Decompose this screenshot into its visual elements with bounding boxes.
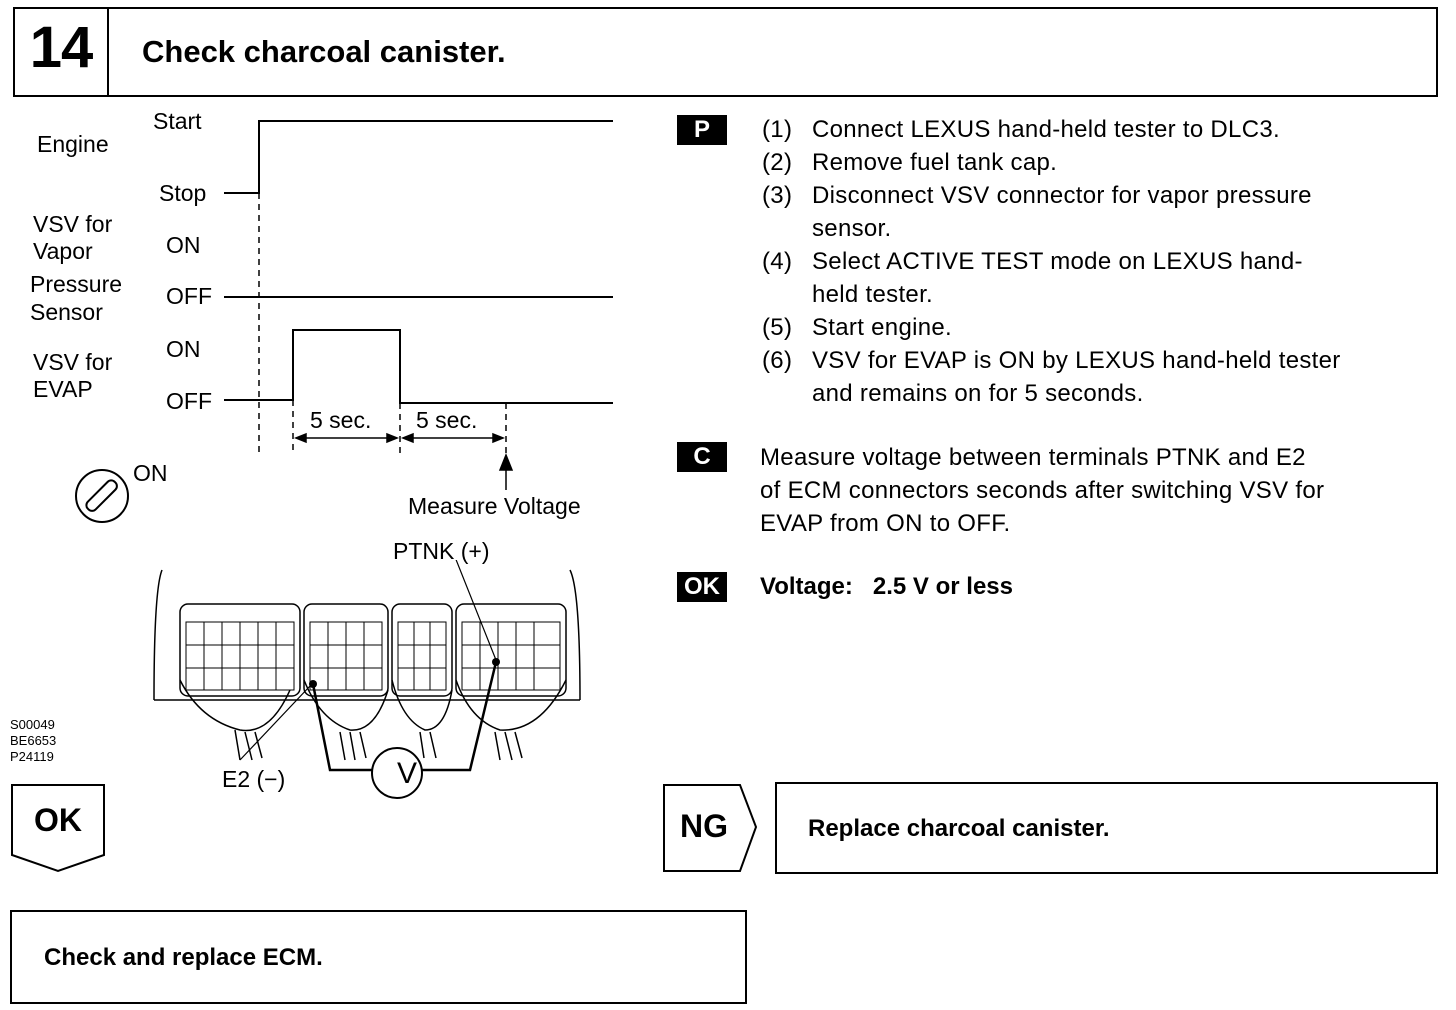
step-line: and remains on for 5 seconds. bbox=[812, 380, 1144, 407]
timing-chart-lines bbox=[224, 120, 613, 490]
ng-action-text: Replace charcoal canister. bbox=[808, 815, 1110, 842]
vsv-evap-label-1: VSV for bbox=[33, 349, 113, 375]
ecm-connector-diagram bbox=[153, 560, 581, 799]
ng-action-box bbox=[775, 782, 1438, 874]
vapor-off-label: OFF bbox=[166, 283, 212, 309]
check-tag: C bbox=[677, 442, 727, 472]
interval-1-label: 5 sec. bbox=[310, 407, 372, 433]
step-line: sensor. bbox=[812, 215, 892, 242]
vsv-vapor-label-4: Sensor bbox=[30, 299, 103, 325]
step-line: held tester. bbox=[812, 281, 934, 308]
evap-trace bbox=[224, 329, 613, 404]
engine-trace bbox=[224, 120, 613, 194]
ignition-on-label: ON bbox=[133, 460, 168, 486]
ok-action-text: Check and replace ECM. bbox=[44, 944, 323, 971]
engine-label: Engine bbox=[37, 131, 109, 157]
ptnk-label: PTNK (+) bbox=[393, 538, 490, 564]
step-number: 14 bbox=[29, 15, 94, 80]
evap-on-label: ON bbox=[166, 336, 201, 362]
ok-tag: OK bbox=[677, 572, 727, 602]
ok-condition: Voltage: 2.5 V or less bbox=[760, 573, 1013, 600]
step-line: (4)Select ACTIVE TEST mode on LEXUS hand… bbox=[762, 248, 1303, 275]
voltmeter-symbol: V bbox=[396, 757, 417, 790]
ng-result-label: NG bbox=[680, 808, 728, 844]
procedure-steps: (1)Connect LEXUS hand-held tester to DLC… bbox=[762, 113, 1452, 410]
step-number-box bbox=[13, 7, 109, 97]
measure-voltage-label: Measure Voltage bbox=[408, 493, 581, 519]
ok-result-label: OK bbox=[34, 802, 82, 838]
step-line: (3)Disconnect VSV connector for vapor pr… bbox=[762, 182, 1312, 209]
step-line: (1)Connect LEXUS hand-held tester to DLC… bbox=[762, 116, 1280, 143]
check-instructions: Measure voltage between terminals PTNK a… bbox=[760, 441, 1450, 540]
ng-result-arrow bbox=[663, 784, 758, 872]
prepare-tag: P bbox=[677, 115, 727, 145]
evap-off-label: OFF bbox=[166, 388, 212, 414]
check-line-3: EVAP from ON to OFF. bbox=[760, 510, 1011, 537]
ok-action-box bbox=[10, 910, 747, 1004]
ok-result-arrow bbox=[11, 784, 105, 873]
step-line: (2)Remove fuel tank cap. bbox=[762, 149, 1058, 176]
vsv-vapor-label-2: Vapor bbox=[33, 238, 93, 264]
ignition-switch-icon bbox=[75, 469, 129, 523]
vsv-vapor-label-3: Pressure bbox=[30, 271, 123, 297]
check-line-1: Measure voltage between terminals PTNK a… bbox=[760, 444, 1306, 471]
interval-2-label: 5 sec. bbox=[416, 407, 478, 433]
e2-label: E2 (−) bbox=[222, 766, 286, 792]
check-line-2: of ECM connectors seconds after switchin… bbox=[760, 477, 1325, 504]
vsv-evap-label-2: EVAP bbox=[33, 376, 93, 402]
figure-code-3: P24119 bbox=[10, 749, 54, 764]
start-label: Start bbox=[153, 108, 202, 134]
stop-label: Stop bbox=[159, 180, 207, 206]
figure-code-2: BE6653 bbox=[10, 733, 57, 748]
vapor-on-label: ON bbox=[166, 232, 201, 258]
step-line: (5)Start engine. bbox=[762, 314, 952, 341]
figure-code-1: S00049 bbox=[10, 717, 55, 732]
step-header bbox=[13, 7, 1438, 97]
vsv-vapor-label-1: VSV for bbox=[33, 211, 113, 237]
step-title: Check charcoal canister. bbox=[142, 34, 506, 69]
step-line: (6)VSV for EVAP is ON by LEXUS hand-held… bbox=[762, 347, 1341, 374]
